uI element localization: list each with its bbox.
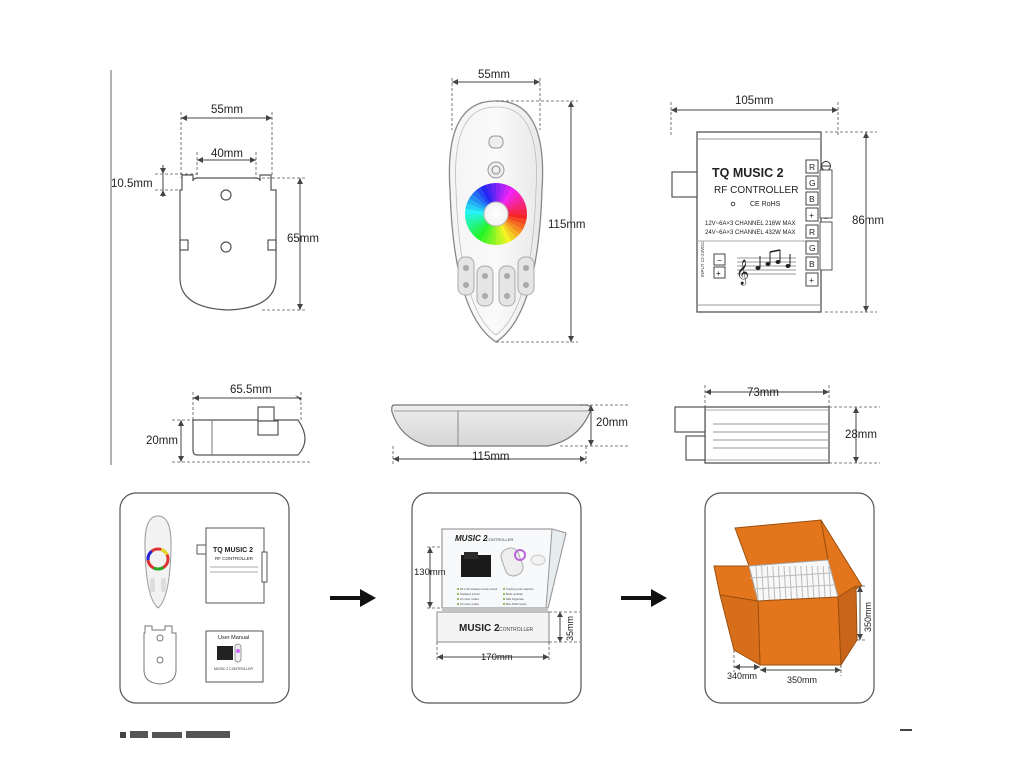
dim-bracket-side-width: 65.5mm: [230, 384, 272, 396]
box-feature-item: Mode up/down: [506, 592, 524, 596]
arrow-to-carton: [621, 589, 667, 607]
dim-controller-height: 86mm: [852, 215, 884, 227]
controller-front-view: 105mm TQ MUSIC 2 RF CONTROLLER CE RoHS 1…: [670, 95, 884, 313]
controller-subtitle: RF CONTROLLER: [714, 185, 798, 196]
box-side-brand: MUSIC 2: [459, 623, 500, 634]
dim-carton-height: 350mm: [863, 602, 873, 632]
svg-text:𝄞: 𝄞: [736, 259, 749, 285]
bracket-front-view: 55mm 40mm 10.5mm 65mm: [111, 104, 319, 311]
bracket-side-view: 65.5mm 20mm: [146, 384, 312, 463]
box-feature-item: Max 432W output: [506, 602, 527, 606]
kit-controller-subtitle: RF CONTROLLER: [215, 556, 254, 561]
dim-bracket-side-height: 20mm: [146, 435, 178, 447]
remote-side-view: 20mm 115mm: [391, 404, 630, 466]
kit-contents-panel: TQ MUSIC 2 RF CONTROLLER User Manual MUS…: [119, 492, 290, 704]
input-terminal-plus: +: [716, 269, 721, 278]
input-terminal-minus: −: [717, 256, 722, 265]
dim-bracket-top-width: 55mm: [211, 104, 243, 116]
box-feature-item: Touching color selection: [506, 587, 534, 591]
dim-remote-side-height: 20mm: [596, 417, 628, 429]
controller-title: TQ MUSIC 2: [712, 166, 784, 180]
color-wheel-icon: [464, 183, 527, 245]
input-label: INPUT 12-24VDC: [700, 241, 705, 277]
dim-bracket-tab: 10.5mm: [111, 178, 153, 190]
music-notes-icon: 𝄞: [736, 249, 796, 285]
terminal-label-B: B: [809, 194, 815, 204]
terminal-label-R: R: [809, 162, 815, 172]
box-feature-item: Intelligent control: [460, 592, 480, 596]
terminal-label-B: B: [809, 259, 815, 269]
terminal-label-+: +: [809, 275, 814, 285]
box-features-list: RF 2.4G wireless remote control Touching …: [457, 587, 534, 606]
box-feature-item: LED brightness: [506, 597, 524, 601]
spec-line-1: 12V~6A×3 CHANNEL 216W MAX: [705, 221, 796, 227]
cropped-caption: [120, 729, 912, 738]
box-brand: MUSIC 2: [455, 534, 488, 543]
dim-remote-side-length: 115mm: [472, 451, 510, 463]
dim-remote-height: 115mm: [548, 219, 586, 231]
box-feature-item: 15 music modes: [460, 602, 480, 606]
gift-box-panel: MUSIC 2 CONTROLLER RF 2.4G wireless remo…: [411, 492, 582, 704]
dim-gift-depth: 35mm: [565, 616, 575, 641]
manual-caption: MUSIC 2 CONTROLLER: [214, 667, 254, 671]
arrow-to-giftbox: [330, 589, 376, 607]
dim-carton-depth: 340mm: [727, 671, 757, 681]
dim-controller-width: 105mm: [735, 95, 773, 107]
dim-bracket-hole-spacing: 40mm: [211, 148, 243, 160]
terminal-label-G: G: [809, 178, 816, 188]
box-side-sub: CONTROLLER: [499, 627, 534, 633]
dim-gift-height: 130mm: [414, 567, 446, 578]
dim-bracket-height: 65mm: [287, 233, 319, 245]
box-sub: CONTROLLER: [486, 537, 513, 542]
remote-front-view: 55mm 115mm: [448, 69, 586, 343]
kit-controller-title: TQ MUSIC 2: [213, 547, 253, 554]
terminal-label-G: G: [809, 243, 816, 253]
manual-title: User Manual: [218, 635, 249, 641]
certification-marks: CE RoHS: [750, 201, 781, 208]
spec-line-2: 24V~6A×3 CHANNEL 432W MAX: [705, 230, 796, 236]
dim-gift-width: 170mm: [481, 652, 513, 663]
terminal-label-R: R: [809, 227, 815, 237]
box-feature-item: RF 2.4G wireless remote control: [460, 587, 498, 591]
dim-carton-width: 350mm: [787, 675, 817, 685]
dim-remote-width: 55mm: [478, 69, 510, 81]
terminal-label-+: +: [809, 210, 814, 220]
carton-panel: 350mm 340mm 350mm: [704, 492, 875, 704]
dim-controller-side-height: 28mm: [845, 429, 877, 441]
controller-side-view: 73mm 28mm: [674, 385, 880, 464]
dim-controller-side-width: 73mm: [747, 387, 779, 399]
box-feature-item: 10 music modes: [460, 597, 480, 601]
